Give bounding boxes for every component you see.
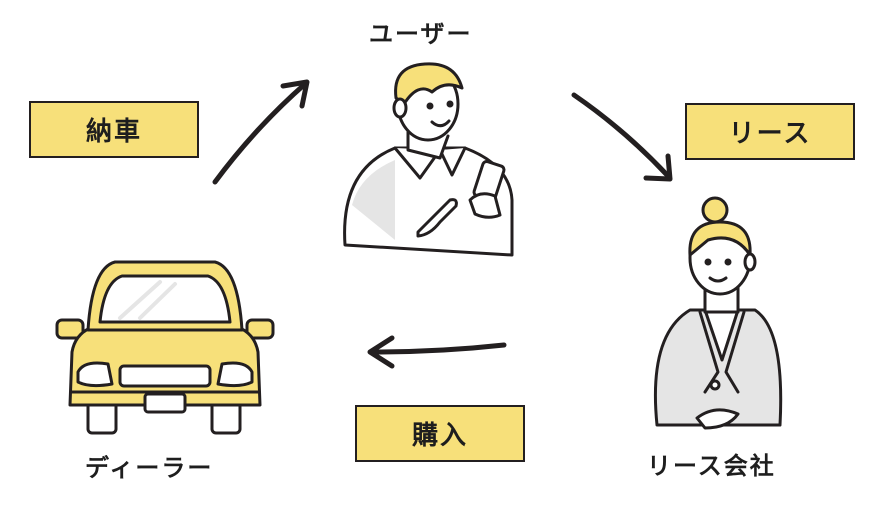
lease-box: リース xyxy=(685,103,855,160)
arrow-dealer-to-user-head xyxy=(280,79,310,109)
user-illustration xyxy=(343,62,514,257)
lease-staff-illustration xyxy=(653,196,783,430)
car-illustration xyxy=(55,260,275,435)
arrow-dealer-to-user xyxy=(212,81,308,185)
user-label: ユーザー xyxy=(369,20,473,48)
arrow-lease-to-dealer-head xyxy=(367,335,395,369)
lease-company-label: リース会社 xyxy=(647,452,776,480)
arrow-user-to-lease xyxy=(571,92,671,179)
dealer-label: ディーラー xyxy=(85,454,214,482)
arrow-lease-to-dealer xyxy=(369,342,507,355)
purchase-box: 購入 xyxy=(355,405,525,462)
delivery-box: 納車 xyxy=(29,101,199,158)
arrow-user-to-lease-head xyxy=(643,153,673,182)
